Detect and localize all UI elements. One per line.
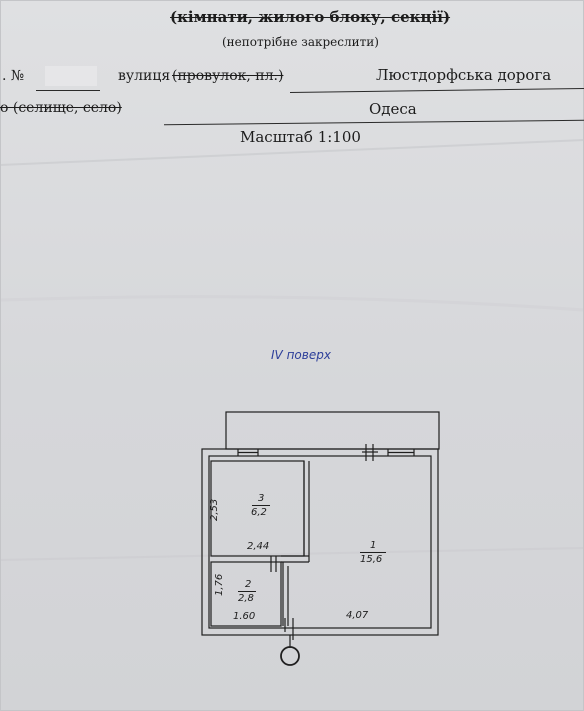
- settlement-struck: о (селище, село): [0, 100, 122, 116]
- balcony-outline: [225, 411, 440, 450]
- room-2-width-dim: 1.60: [233, 611, 256, 622]
- room-1-number: 1: [370, 540, 377, 551]
- room-2-area: 2,8: [238, 593, 254, 604]
- scale-label: Масштаб 1:100: [240, 128, 361, 146]
- entrance-marker: [280, 646, 300, 666]
- inner-wall-edge: [208, 455, 432, 629]
- room-1-width-dim: 4,07: [346, 610, 369, 621]
- floor-label: IV поверх: [271, 348, 331, 362]
- header-note: (непотрібне закреслити): [222, 35, 379, 49]
- city-value: Одеса: [369, 100, 417, 118]
- room-2-divider: [238, 591, 256, 592]
- room-2-height-dim: 1,76: [214, 573, 225, 596]
- room-3-width-dim: 2,44: [247, 541, 270, 552]
- number-underline: [36, 90, 100, 91]
- header-title: (кімнати, жилого блоку, секції): [170, 8, 451, 26]
- room-1-area: 15,6: [360, 554, 383, 565]
- room-3-height-dim: 2,53: [209, 498, 220, 521]
- street-type-struck: (провулок, пл.): [172, 68, 284, 84]
- room-2-number: 2: [245, 579, 252, 590]
- room-1-divider: [360, 552, 386, 553]
- street-label: вулиця: [118, 68, 171, 84]
- outer-wall: [201, 448, 439, 636]
- number-label: . №: [2, 68, 25, 84]
- room-3-divider: [252, 505, 270, 506]
- street-value: Люстдорфська дорога: [376, 66, 552, 84]
- room-3-area: 6,2: [251, 507, 267, 518]
- room-3-number: 3: [258, 493, 265, 504]
- redacted-number: [45, 66, 97, 86]
- room-2-outline: [210, 561, 282, 627]
